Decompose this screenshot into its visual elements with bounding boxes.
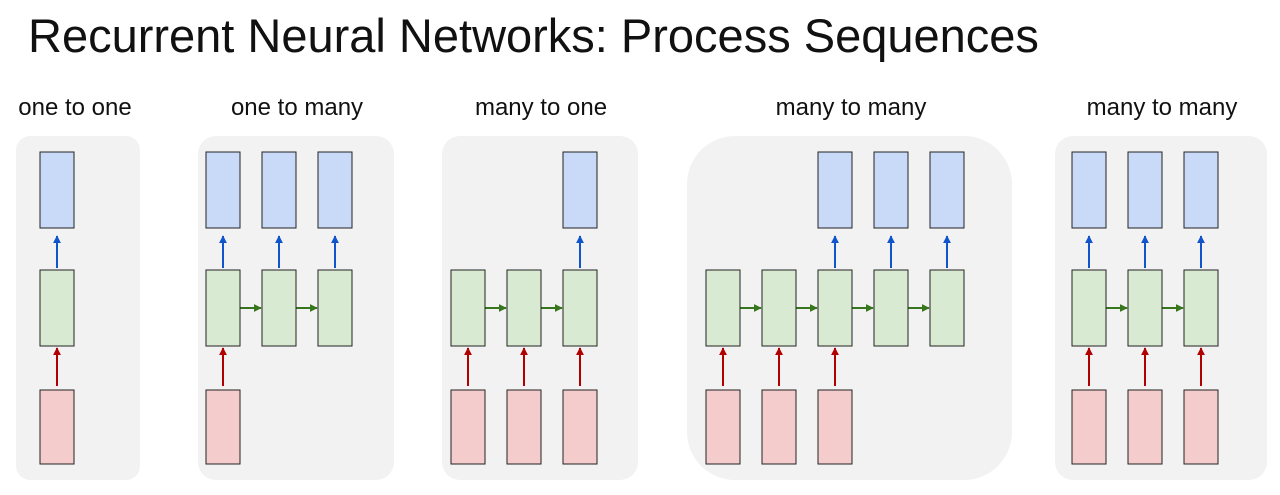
input-box xyxy=(817,389,853,465)
panel-label-many-to-many-1: many to many xyxy=(775,94,927,121)
output-box xyxy=(817,151,853,229)
hidden-state-box xyxy=(450,269,486,347)
output-box xyxy=(873,151,909,229)
hidden-state-box xyxy=(39,269,75,347)
hidden-state-box xyxy=(1127,269,1163,347)
hidden-state-box xyxy=(1071,269,1107,347)
output-box xyxy=(929,151,965,229)
panel-label-many-to-one: many to one xyxy=(474,94,608,121)
input-box xyxy=(1127,389,1163,465)
output-box xyxy=(562,151,598,229)
hidden-state-box xyxy=(261,269,297,347)
input-box xyxy=(562,389,598,465)
input-box xyxy=(39,389,75,465)
input-box xyxy=(506,389,542,465)
panel-label-one-to-many: one to many xyxy=(230,94,364,121)
panel-background xyxy=(16,136,140,480)
output-box xyxy=(1127,151,1163,229)
output-box xyxy=(39,151,75,229)
hidden-state-box xyxy=(929,269,965,347)
input-box xyxy=(205,389,241,465)
hidden-state-box xyxy=(562,269,598,347)
hidden-state-box xyxy=(205,269,241,347)
hidden-state-box xyxy=(817,269,853,347)
output-box xyxy=(205,151,241,229)
hidden-state-box xyxy=(705,269,741,347)
output-box xyxy=(1071,151,1107,229)
hidden-state-box xyxy=(1183,269,1219,347)
panel-label-many-to-many-2: many to many xyxy=(1086,94,1238,121)
output-box xyxy=(317,151,353,229)
hidden-state-box xyxy=(506,269,542,347)
hidden-state-box xyxy=(317,269,353,347)
input-box xyxy=(1183,389,1219,465)
hidden-state-box xyxy=(873,269,909,347)
output-box xyxy=(1183,151,1219,229)
input-box xyxy=(761,389,797,465)
panel-label-one-to-one: one to one xyxy=(18,94,132,121)
hidden-state-box xyxy=(761,269,797,347)
output-box xyxy=(261,151,297,229)
input-box xyxy=(1071,389,1107,465)
input-box xyxy=(450,389,486,465)
slide-title: Recurrent Neural Networks: Process Seque… xyxy=(28,9,1039,62)
input-box xyxy=(705,389,741,465)
